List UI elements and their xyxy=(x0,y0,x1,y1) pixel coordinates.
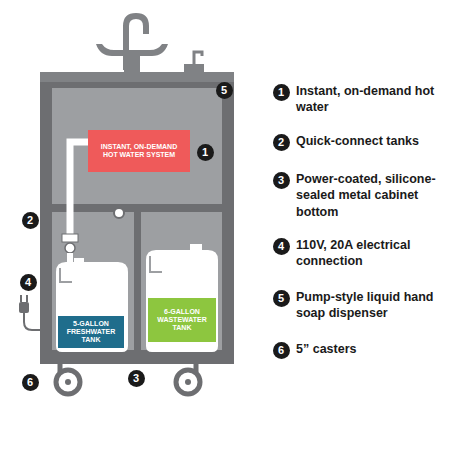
freshwater-tank-label: 5-GALLON FRESHWATER TANK xyxy=(58,316,124,348)
cabinet xyxy=(40,82,234,360)
callout-number: 6 xyxy=(273,342,290,359)
feature-text: 5” casters xyxy=(296,341,436,357)
feature-text: Pump-style liquid hand soap dispenser xyxy=(296,289,436,322)
caster-mount xyxy=(60,364,196,372)
callout-number: 5 xyxy=(273,290,290,307)
callout-number: 2 xyxy=(273,134,290,151)
caster xyxy=(56,370,80,394)
wastewater-tank xyxy=(146,244,218,352)
node-text: INSTANT, ON-DEMAND HOT WATER SYSTEM xyxy=(93,143,185,159)
callout-number: 1 xyxy=(197,144,214,161)
caster-hub xyxy=(185,379,191,385)
hot-water-system-box: INSTANT, ON-DEMAND HOT WATER SYSTEM xyxy=(88,130,190,172)
feature-text: Instant, on-demand hot water xyxy=(296,83,446,116)
counter-top xyxy=(40,72,234,82)
callout-number: 5 xyxy=(216,82,233,99)
callout-number: 3 xyxy=(128,370,145,387)
callout-number: 4 xyxy=(273,238,290,255)
feature-text: 110V, 20A electrical connection xyxy=(296,237,436,270)
callout-number: 3 xyxy=(273,172,290,189)
caster-hub xyxy=(65,379,71,385)
soap-pump xyxy=(194,52,202,64)
callout-number: 4 xyxy=(20,274,37,291)
caster xyxy=(176,370,200,394)
freshwater-pipe xyxy=(70,142,90,236)
node-text: 6-GALLON WASTEWATER TANK xyxy=(153,308,211,332)
cabinet-base xyxy=(40,352,234,364)
cabinet-divider xyxy=(134,212,141,352)
tank-handle xyxy=(60,268,72,282)
faucet-base xyxy=(124,56,140,72)
freshwater-tank xyxy=(56,258,128,352)
feature-text: Power-coated, silicone-sealed metal cabi… xyxy=(296,171,436,220)
power-plug xyxy=(19,302,29,313)
node-text: 5-GALLON FRESHWATER TANK xyxy=(63,320,119,344)
tank-handle xyxy=(150,256,162,272)
feature-text: Quick-connect tanks xyxy=(296,133,446,149)
power-cord xyxy=(24,312,40,330)
drain-hole xyxy=(114,208,124,218)
callout-number: 1 xyxy=(273,84,290,101)
plug-prongs xyxy=(21,295,27,302)
callout-number: 6 xyxy=(22,374,39,391)
quick-connect xyxy=(62,234,78,242)
wastewater-tank-label: 6-GALLON WASTEWATER TANK xyxy=(148,298,216,342)
callout-number: 2 xyxy=(22,212,39,229)
cabinet-shelf xyxy=(52,204,222,212)
quick-connect-coupling xyxy=(65,243,75,253)
